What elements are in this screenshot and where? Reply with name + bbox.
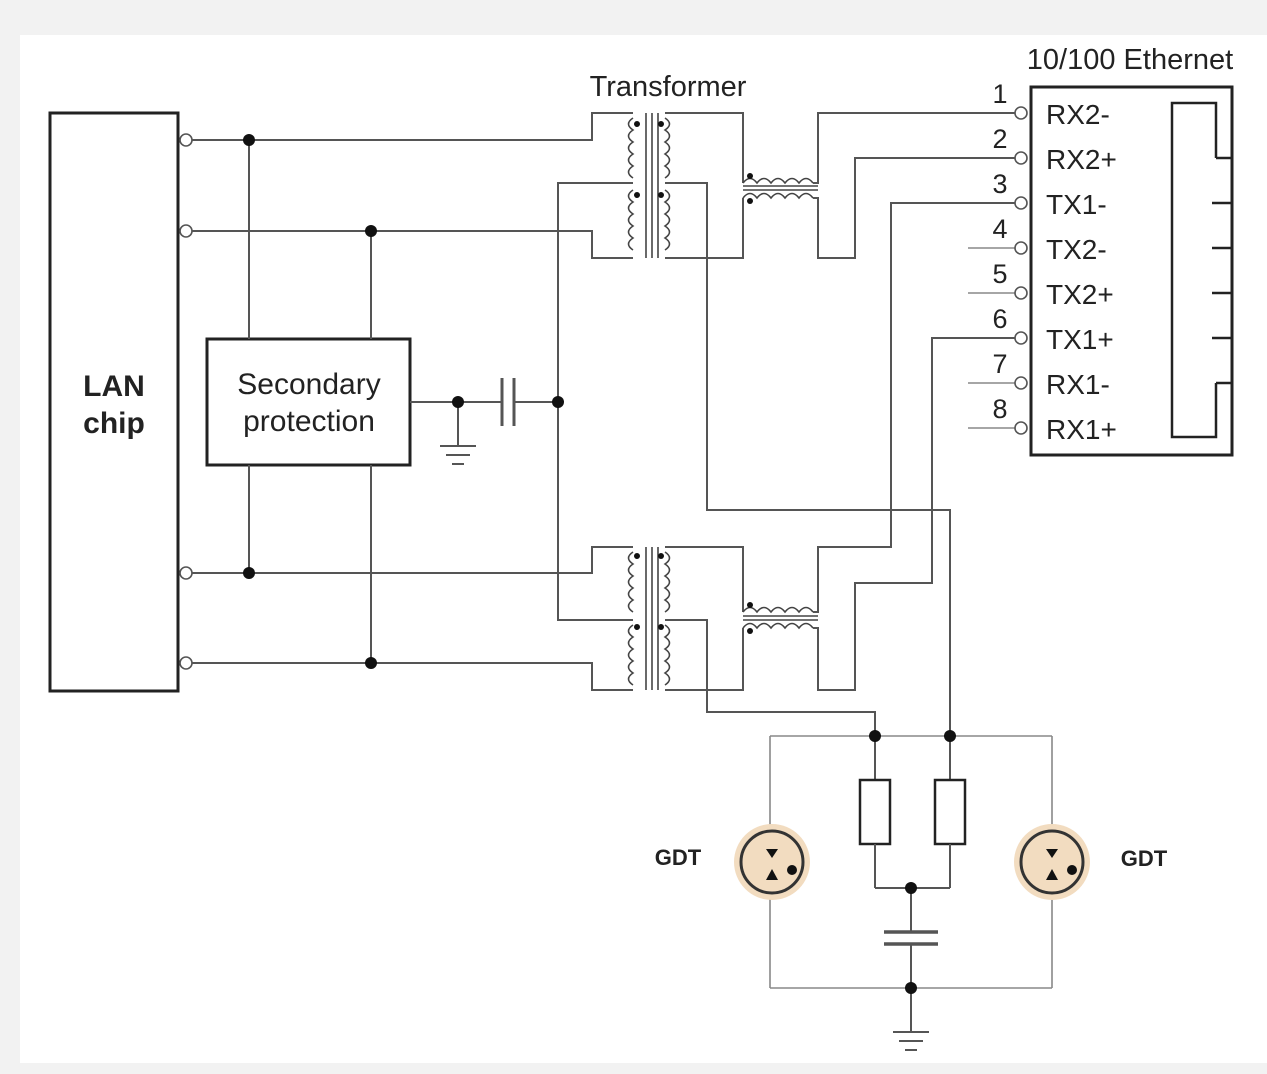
common-mode-choke-bottom (742, 202, 1015, 691)
pin-number: 8 (992, 394, 1007, 424)
gdt-left: GDT (655, 824, 810, 900)
gdt-right-label: GDT (1121, 846, 1168, 871)
gdt-left-label: GDT (655, 845, 702, 870)
lan-chip-label-line1: LAN (83, 370, 145, 403)
pin-number: 1 (992, 79, 1007, 109)
transformer-bottom (627, 546, 876, 736)
pin-number: 5 (992, 259, 1007, 289)
secondary-protection-label-line2: protection (243, 405, 375, 438)
pin-4: 4 TX2- (992, 214, 1106, 265)
lan-chip: LAN chip (48, 111, 180, 693)
pin-name: RX2+ (1046, 144, 1117, 175)
pin-name: TX1- (1046, 189, 1107, 220)
ethernet-connector: 10/100 Ethernet (1027, 44, 1234, 457)
unused-pin-stubs (968, 247, 1015, 429)
resistor-left (858, 778, 892, 846)
gdt-right: GDT (1014, 824, 1168, 900)
pin-number: 7 (992, 349, 1007, 379)
lan-chip-label-line2: chip (83, 407, 145, 440)
transformer-top (627, 112, 951, 736)
secondary-protection-label-line1: Secondary (237, 368, 380, 401)
gdt-network (769, 730, 1053, 1051)
pin-number: 4 (992, 214, 1007, 244)
pin-1: 1 RX2- (992, 79, 1109, 130)
secondary-protection-box: Secondary protection (205, 337, 412, 467)
resistor-right (933, 778, 967, 846)
pin-name: RX1- (1046, 369, 1110, 400)
chip-side-junctions (243, 134, 564, 669)
transformer-label: Transformer (590, 71, 747, 103)
pin-2: 2 RX2+ (992, 124, 1116, 175)
pin-8: 8 RX1+ (992, 394, 1116, 445)
pin-number: 2 (992, 124, 1007, 154)
pin-name: TX2- (1046, 234, 1107, 265)
pin-name: RX2- (1046, 99, 1110, 130)
pin-7: 7 RX1- (992, 349, 1109, 400)
pin-number: 6 (992, 304, 1007, 334)
connector-pins: 1 RX2- 2 RX2+ 3 TX1- 4 TX2- 5 TX2+ 6 TX1… (992, 79, 1116, 445)
pin-3: 3 TX1- (992, 169, 1106, 220)
pin-5: 5 TX2+ (992, 259, 1113, 310)
chip-side-wiring (192, 112, 633, 691)
pin-name: TX1+ (1046, 324, 1114, 355)
pin-number: 3 (992, 169, 1007, 199)
pin-name: RX1+ (1046, 414, 1117, 445)
pin-6: 6 TX1+ (992, 304, 1113, 355)
pin-name: TX2+ (1046, 279, 1114, 310)
common-mode-choke-top (742, 112, 1015, 259)
connector-title: 10/100 Ethernet (1027, 44, 1233, 76)
